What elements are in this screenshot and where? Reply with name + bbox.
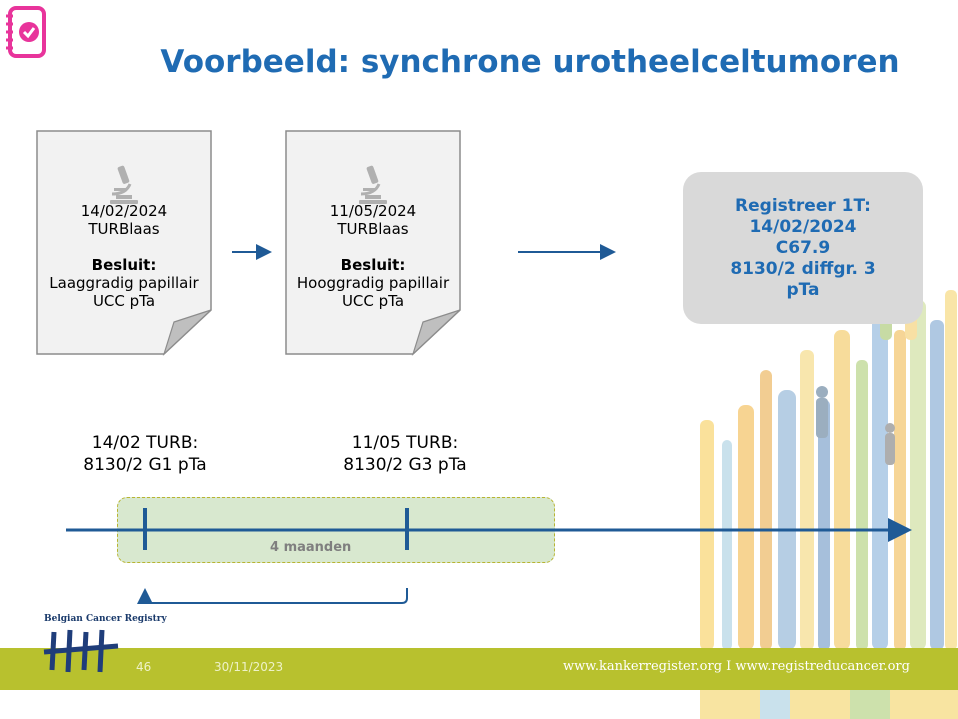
paper-shape: [36, 130, 212, 356]
report-decision-line2: UCC pTa: [341, 292, 405, 310]
period-label: 4 maanden: [270, 540, 352, 555]
register-line3: C67.9: [775, 237, 831, 258]
report-procedure: TURBlaas: [337, 220, 409, 238]
timeline-event-1: 14/02 TURB: 8130/2 G1 pTa: [70, 432, 220, 476]
event-2-line2: 8130/2 G3 pTa: [343, 455, 467, 475]
page-number: 46: [136, 660, 152, 674]
report-decision-label: Besluit:: [340, 256, 406, 274]
report-decision-line2: UCC pTa: [92, 292, 156, 310]
report-date: 11/05/2024: [329, 202, 417, 220]
pathology-report-note-1: 14/02/2024 TURBlaas Besluit: Laaggradig …: [36, 130, 212, 358]
register-line5: pTa: [786, 279, 820, 300]
microscope-icon: [110, 165, 138, 204]
footer-date: 30/11/2023: [214, 660, 284, 674]
event-1-line1: 14/02 TURB:: [91, 433, 199, 453]
footer-bar: [0, 648, 958, 690]
event-2-line1: 11/05 TURB:: [351, 433, 459, 453]
registration-summary-box: Registreer 1T: 14/02/2024 C67.9 8130/2 d…: [683, 172, 923, 324]
report-decision-line1: Laaggradig papillair: [49, 274, 199, 292]
belgian-cancer-registry-logo: [43, 629, 119, 673]
report-decision-label: Besluit:: [91, 256, 157, 274]
report-procedure: TURBlaas: [88, 220, 160, 238]
logo-text: Belgian Cancer Registry: [44, 614, 167, 624]
footer-urls: www.kankerregister.org I www.registreduc…: [563, 659, 910, 674]
register-line1: Registreer 1T:: [735, 195, 871, 216]
page-title: Voorbeeld: synchrone urotheelceltumoren: [160, 44, 900, 80]
timeline-event-2: 11/05 TURB: 8130/2 G3 pTa: [330, 432, 480, 476]
event-1-line2: 8130/2 G1 pTa: [83, 455, 207, 475]
report-decision-line1: Hooggradig papillair: [296, 274, 450, 292]
register-line4: 8130/2 diffgr. 3: [730, 258, 876, 279]
bracket-arrow: [137, 588, 408, 604]
checklist-notebook-icon: [6, 6, 46, 58]
paper-shape: [285, 130, 461, 356]
register-line2: 14/02/2024: [749, 216, 857, 237]
pathology-report-note-2: 11/05/2024 TURBlaas Besluit: Hooggradig …: [285, 130, 461, 358]
report-date: 14/02/2024: [80, 202, 168, 220]
microscope-icon: [359, 165, 387, 204]
